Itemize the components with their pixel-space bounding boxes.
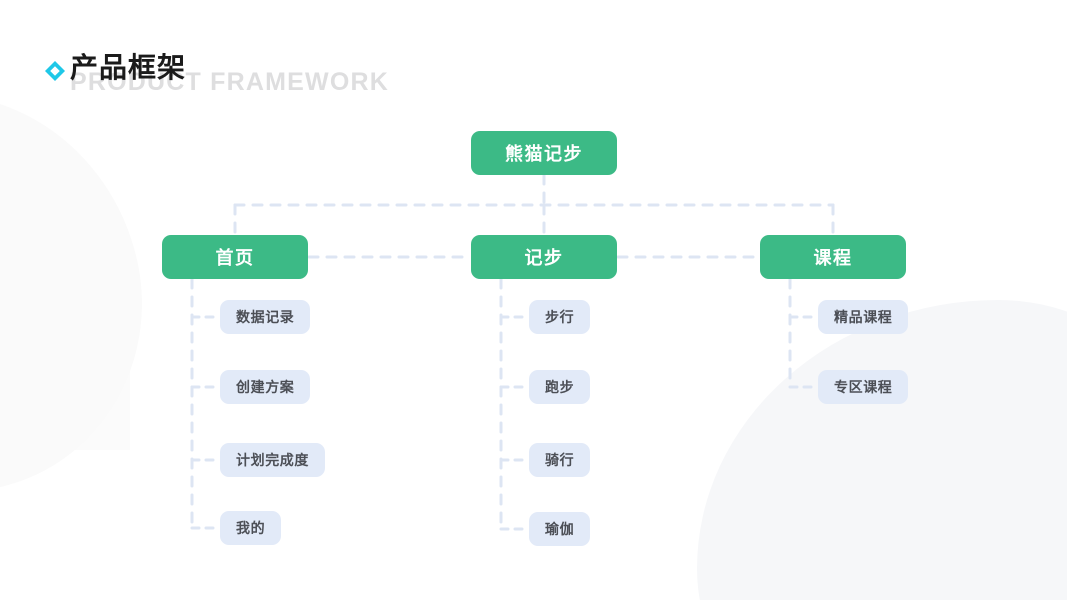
tree-node-branch-home[interactable]: 首页	[162, 235, 308, 279]
tree-node-leaf[interactable]: 数据记录	[220, 300, 311, 334]
node-label: 首页	[215, 248, 255, 268]
node-label: 课程	[813, 248, 853, 268]
tree-node-leaf[interactable]: 骑行	[529, 443, 591, 477]
tree-node-branch-steps[interactable]: 记步	[471, 235, 617, 279]
tree-node-leaf[interactable]: 瑜伽	[529, 512, 591, 546]
node-label: 专区课程	[834, 379, 893, 395]
tree-node-leaf[interactable]: 跑步	[529, 370, 591, 404]
tree-node-leaf[interactable]: 步行	[529, 300, 591, 334]
tree-node-leaf[interactable]: 计划完成度	[220, 443, 325, 477]
tree-node-leaf[interactable]: 精品课程	[818, 300, 909, 334]
tree-node-leaf[interactable]: 我的	[220, 511, 282, 545]
node-label: 精品课程	[834, 309, 893, 325]
node-label: 跑步	[545, 379, 575, 395]
tree-node-branch-courses[interactable]: 课程	[760, 235, 906, 279]
tree-node-leaf[interactable]: 创建方案	[220, 370, 311, 404]
node-label: 计划完成度	[236, 452, 309, 468]
node-label: 骑行	[545, 452, 575, 468]
node-label: 创建方案	[236, 379, 295, 395]
tree-node-root[interactable]: 熊猫记步	[471, 131, 617, 175]
node-label: 我的	[236, 520, 266, 536]
page-title: 产品框架	[70, 52, 187, 83]
node-label: 记步	[524, 248, 564, 268]
diamond-icon	[45, 61, 65, 81]
tree-node-leaf[interactable]: 专区课程	[818, 370, 909, 404]
node-label: 步行	[545, 309, 575, 325]
node-label: 熊猫记步	[505, 144, 583, 164]
node-label: 瑜伽	[545, 521, 575, 537]
node-label: 数据记录	[236, 309, 295, 325]
